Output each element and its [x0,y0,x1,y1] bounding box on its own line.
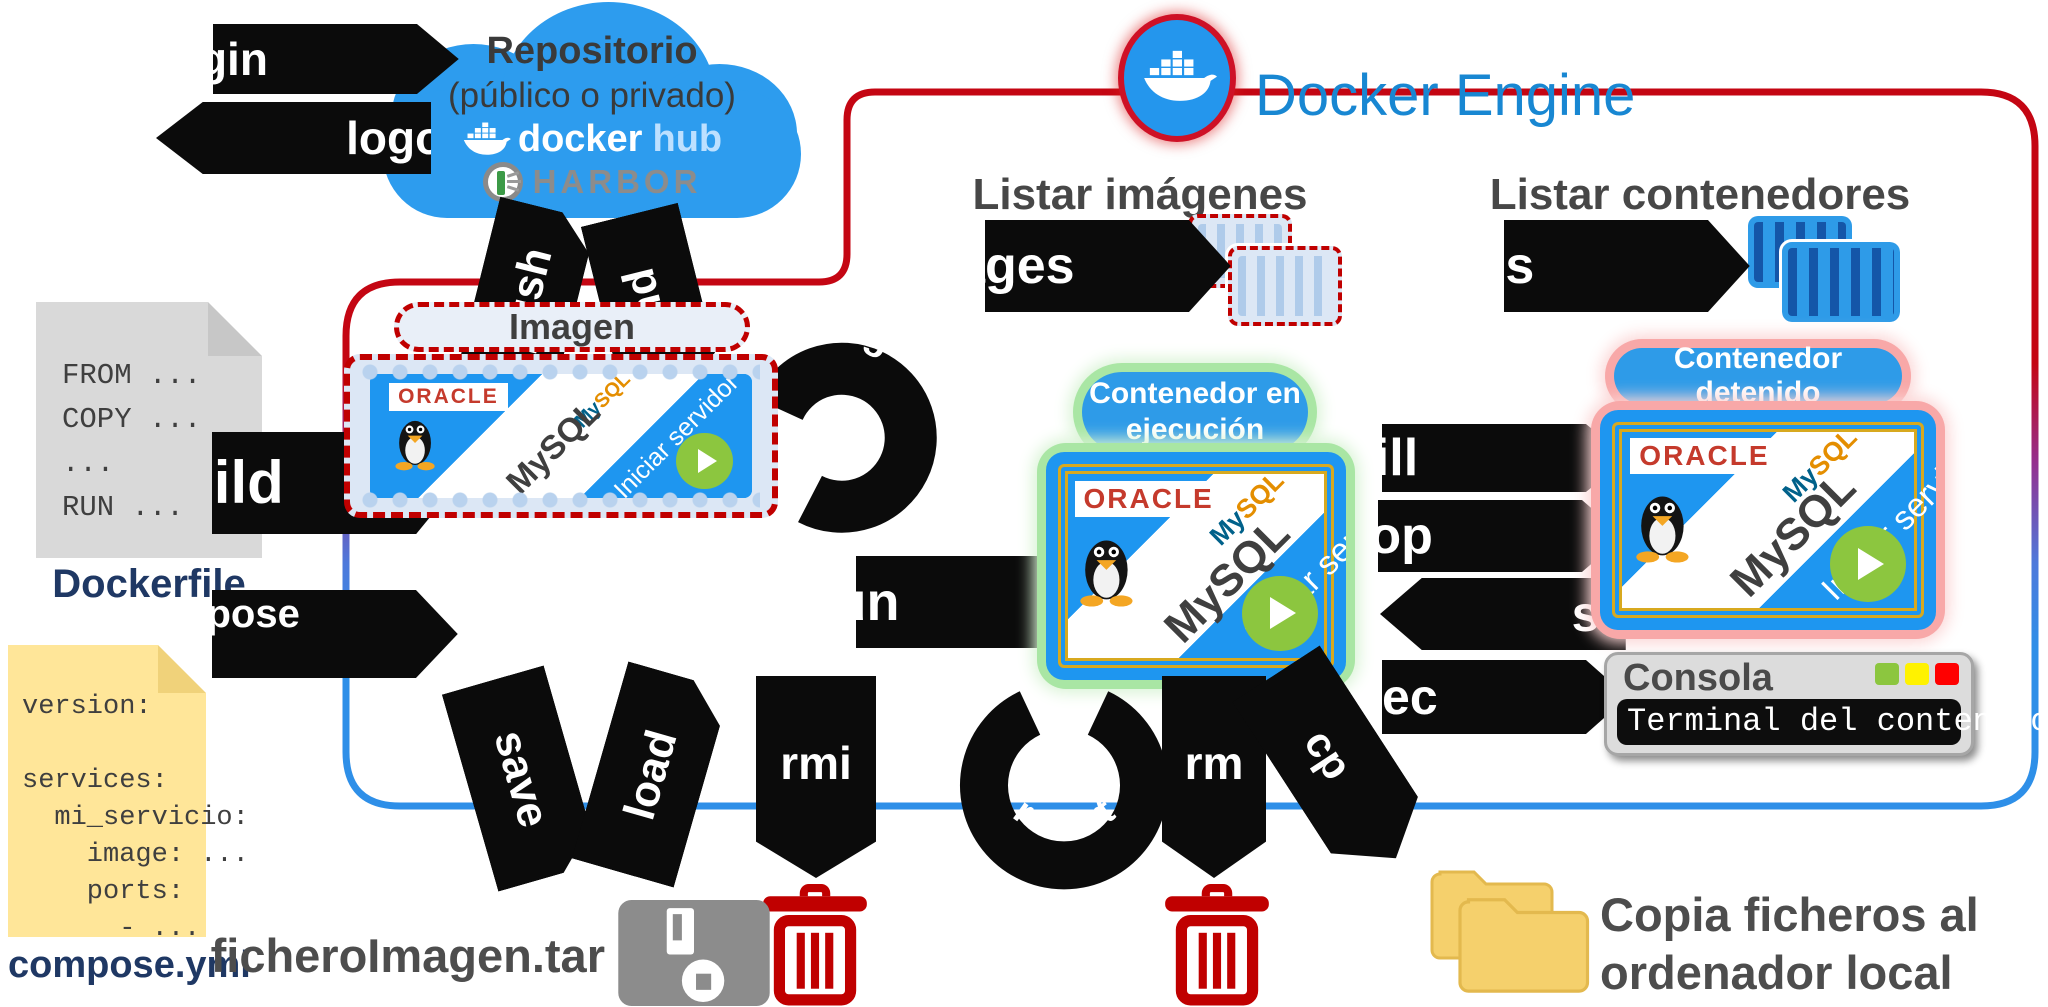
service-card: ORACLE Linux Oracle MySQL MySQL Iniciar … [1600,410,1936,630]
running-pill-line1: Contenedor en [1089,377,1301,410]
console-window: Consola Terminal del contenedor [1604,652,2048,756]
repository-subtitle: (público o privado) [448,76,736,115]
command-arrow-kill: kill [1382,424,1628,492]
stopped-pill-label: Contenedor detenido [1673,342,1843,409]
docker-engine-logo [1118,14,1236,142]
docker-whale-icon [1144,50,1217,101]
stopped-container-pill: Contenedor detenido [1614,342,1902,409]
compose-code: version: services: mi_servicio: image: .… [22,692,249,944]
command-arrow-images: images [985,220,1231,312]
console-yellow-dot [1905,663,1929,685]
play-triangle [1270,597,1297,630]
play-triangle [697,448,717,473]
running-container-pill: Contenedor en ejecución [1082,372,1308,452]
kill-label: kill [1345,429,1419,487]
oracle-logo: ORACLE [389,382,508,411]
page-fold [158,645,206,693]
compose-document: version: services: mi_servicio: image: .… [8,645,249,944]
service-card: ORACLE Linux Oracle MySQL MySQL Iniciar … [370,374,752,498]
dockerhub-hub-label: hub [652,118,723,160]
logout-label: logout [346,112,487,164]
command-arrow-login: login [213,24,459,94]
copy-note-line1: Copia ficheros al [1600,888,1979,941]
image-pill-label: Imagen [508,306,636,347]
containers-stack-icon [1748,216,1908,328]
oracle-logo: ORACLE [1630,438,1779,475]
ps-label: ps [1473,237,1535,295]
load-label: load [614,724,687,825]
play-triangle [1858,547,1885,580]
command-arrow-logout: logout [156,102,431,174]
play-button-icon [1830,526,1906,602]
image-stamp-card: ORACLE Linux Oracle MySQL MySQL Iniciar … [344,354,778,518]
cloud-base [383,90,801,218]
save-label: save [484,724,559,833]
harbor-label: HARBOR [532,163,702,200]
oracle-logo: ORACLE [1074,480,1223,518]
command-arrow-compose-up: compose up [212,590,458,678]
page-fold [208,302,262,356]
engine-title: Docker Engine [1255,63,1636,128]
dockerfile-code: FROM ...COPY ......RUN ... [62,359,202,524]
login-label: login [158,33,268,85]
rm-label: rm [1184,737,1244,789]
stopped-container-card: ORACLE Linux Oracle MySQL MySQL Iniciar … [1600,410,1936,630]
console-window-buttons [1875,663,1959,685]
tux-penguin-icon [1636,496,1689,563]
compose-up-label: compose up [124,592,300,636]
trash-icon [1165,884,1269,1006]
stamp-perforation [362,364,760,380]
card-diagonal-face: ORACLE Linux Oracle MySQL MySQL Iniciar … [370,374,752,498]
trash-icon [763,884,867,1006]
command-curve-restart: restart [960,691,1168,890]
dockerhub-docker-label: docker [517,118,643,160]
harbor-icon [482,162,523,202]
console-title: Consola [1623,657,1773,699]
image-card: ORACLE Linux Oracle MySQL MySQL Iniciar … [370,374,752,498]
running-pill-line2: ejecución [1125,413,1265,446]
list-images-label: Listar imágenes [972,170,1308,219]
command-arrow-stop: stop [1378,500,1624,572]
folder-icon [1458,898,1590,993]
console-green-dot [1875,663,1899,685]
card-diagonal-face: ORACLE Linux Oracle MySQL MySQL Iniciar … [1612,422,1936,618]
command-arrow-start: start [1380,578,1626,650]
build-label: build [140,449,284,516]
copy-note-line2: ordenador local [1600,946,1953,999]
list-containers-label: Listar contenedores [1489,170,1911,219]
copy-files-note: Copia ficheros al ordenador local [1600,886,1979,1002]
play-button-icon [1241,575,1318,652]
image-pill: Imagen [394,302,750,352]
run-label: run [812,572,900,632]
folders-icon [1430,856,1602,1006]
container-box-icon [1779,239,1903,325]
command-arrow-ps: ps [1504,220,1750,312]
tux-penguin-icon [395,421,435,471]
floppy-disk-icon [618,900,770,1006]
card-diagonal-face: ORACLE Linux Oracle MySQL MySQL Iniciar … [1058,464,1346,668]
command-ribbon-rmi: rmi [756,676,876,878]
images-label: images [895,237,1075,295]
stamp-perforation [362,492,760,508]
service-card: ORACLE Linux Oracle MySQL MySQL Iniciar … [1046,452,1346,680]
terminal-area: Terminal del contenedor [1617,699,2048,745]
play-button-icon [676,432,733,490]
repository-title: Repositorio [486,30,698,72]
terminal-text: Terminal del contenedor [1627,703,2048,740]
exec-label: exec [1326,669,1438,725]
docker-whale-icon [463,122,511,155]
stop-label: stop [1323,507,1433,565]
rmi-label: rmi [780,737,852,789]
cp-label: cp [1295,720,1362,788]
tux-penguin-icon [1080,540,1133,607]
image-stamp-icon [1225,243,1345,329]
command-arrow-exec: exec [1382,660,1628,734]
command-ribbon-rm: rm [1162,676,1266,878]
running-container-card: ORACLE Linux Oracle MySQL MySQL Iniciar … [1046,452,1346,680]
console-red-dot [1935,663,1959,685]
tar-file-label: ficheroImagen.tar [210,929,605,982]
